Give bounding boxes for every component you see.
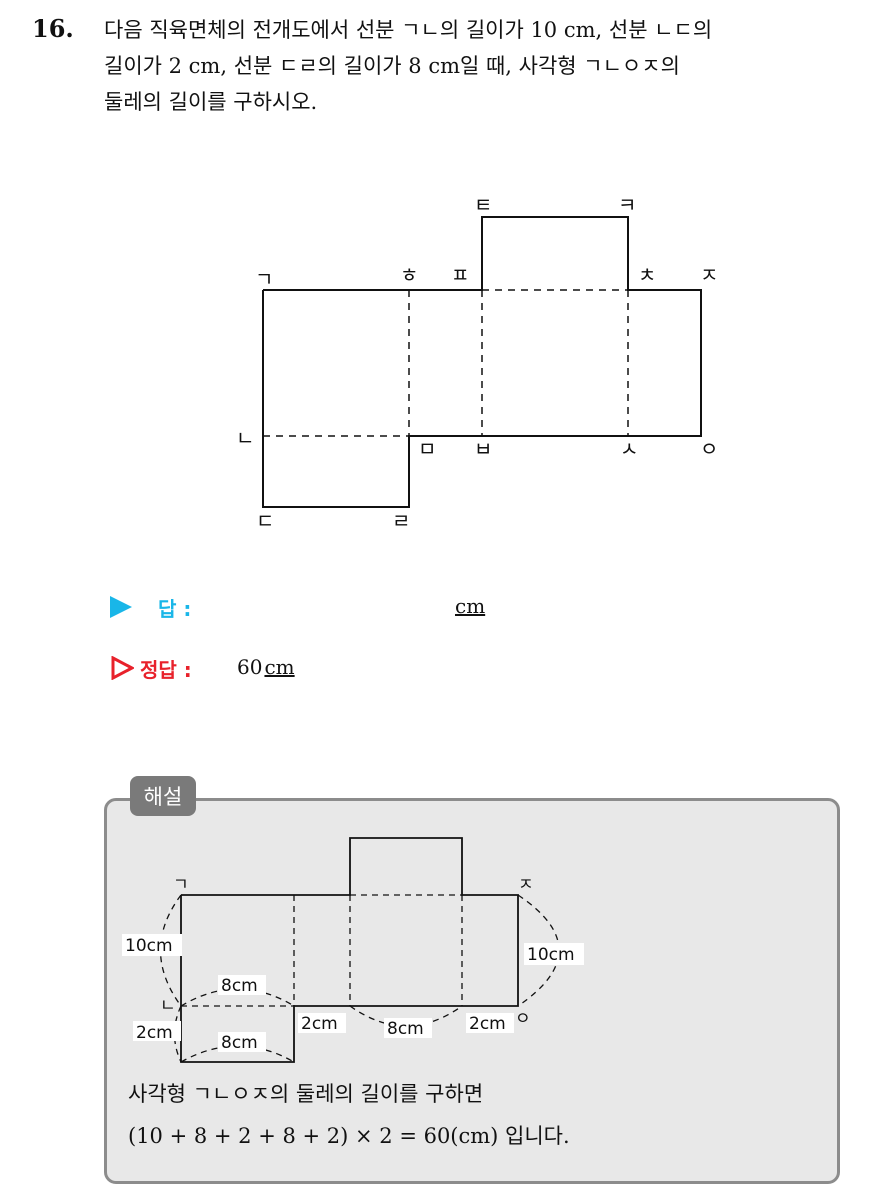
question-line-2: 길이가 2 cm, 선분 ㄷㄹ의 길이가 8 cm일 때, 사각형 ㄱㄴㅇㅈ의	[104, 54, 680, 78]
dim-right-10cm: 10cm	[527, 945, 575, 965]
sol-label-g: ㄱ	[173, 875, 189, 895]
label-b: ㅂ	[474, 437, 492, 461]
label-s: ㅅ	[620, 437, 638, 461]
answer-unit: cm	[455, 594, 486, 618]
correct-answer-value: 60	[237, 655, 263, 679]
question-text: 다음 직육면체의 전개도에서 선분 ㄱㄴ의 길이가 10 cm, 선분 ㄴㄷ의 …	[104, 12, 864, 120]
label-p: ㅍ	[451, 263, 469, 287]
question-line-1: 다음 직육면체의 전개도에서 선분 ㄱㄴ의 길이가 10 cm, 선분 ㄴㄷ의	[104, 18, 713, 42]
label-m: ㅁ	[418, 437, 436, 461]
outline-triangle-icon	[111, 656, 134, 680]
dim-top-8cm: 8cm	[221, 976, 258, 996]
sol-label-o: ㅇ	[515, 1009, 531, 1029]
correct-answer-row: 정답 :	[110, 651, 192, 685]
label-t: ㅌ	[474, 193, 492, 217]
solution-tab: 해설	[130, 776, 196, 816]
label-d: ㄷ	[256, 509, 274, 533]
dim-mid-2cm-a: 2cm	[301, 1014, 338, 1034]
arc-left-2	[173, 1005, 182, 1063]
question-line-3: 둘레의 길이를 구하시오.	[104, 90, 318, 114]
label-j: ㅈ	[700, 263, 718, 287]
label-ch: ㅊ	[638, 263, 656, 287]
solution-line-1: 사각형 ㄱㄴㅇㅈ의 둘레의 길이를 구하면	[128, 1082, 484, 1106]
label-k: ㅋ	[618, 193, 636, 217]
dim-mid-2cm-b: 2cm	[469, 1014, 506, 1034]
cuboid-net-diagram: ㄱ ㄴ ㄷ ㄹ ㅁ ㅂ ㅅ ㅇ ㅈ ㅊ ㅋ ㅌ ㅍ ㅎ	[236, 193, 718, 533]
label-o: ㅇ	[700, 437, 718, 461]
label-n: ㄴ	[236, 426, 254, 450]
dim-bottom-8cm: 8cm	[221, 1033, 258, 1053]
sol-label-n: ㄴ	[160, 996, 176, 1016]
sol-label-j: ㅈ	[518, 875, 534, 895]
correct-answer-label: 정답 :	[140, 657, 192, 682]
label-h: ㅎ	[400, 263, 418, 287]
dim-left-2cm: 2cm	[136, 1023, 173, 1043]
dim-mid-8cm: 8cm	[387, 1019, 424, 1039]
question-number: 16.	[32, 14, 74, 43]
dim-left-10cm: 10cm	[125, 936, 173, 956]
answer-label: 답 :	[158, 596, 192, 621]
correct-answer-unit: cm	[264, 655, 295, 679]
label-g: ㄱ	[255, 267, 273, 291]
solution-line-2: (10 + 8 + 2 + 8 + 2) × 2 = 60(cm) 입니다.	[128, 1124, 570, 1148]
play-triangle-icon	[110, 596, 132, 618]
answer-row: 답 :	[110, 590, 191, 624]
net-outline	[262, 216, 702, 508]
label-r: ㄹ	[392, 509, 410, 533]
